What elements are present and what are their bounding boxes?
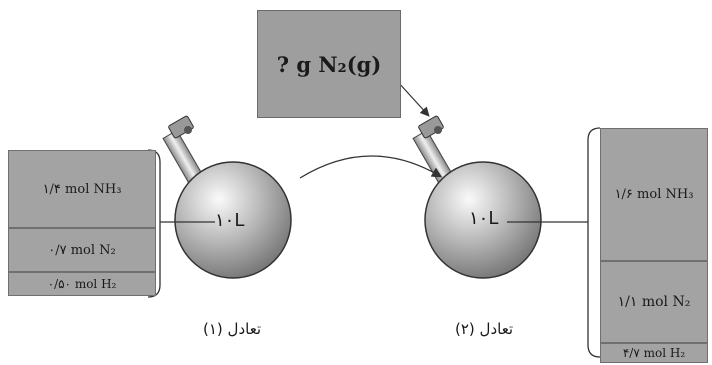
addition-arrow [397, 81, 430, 117]
flask-1-row-h2: ۰/۵۰ mol H₂ [8, 272, 156, 296]
flask-2-row-n2: ۱/۱ mol N₂ [600, 261, 708, 343]
flask-2-stopcock [412, 115, 454, 185]
question-box: ? g N₂(g) [257, 10, 401, 118]
flask-1-volume: ۱۰L [215, 210, 245, 231]
flask-1-sphere [174, 161, 292, 279]
flask-2-sphere [424, 161, 542, 279]
flask-2-caption: تعادل (۲) [455, 320, 514, 338]
flask-1-stopcock [162, 115, 204, 185]
question-box-text: ? g N₂(g) [276, 51, 382, 77]
flask-1-row-nh3: ۱/۴ mol NH₃ [8, 150, 156, 228]
flask-2-row-h2: ۴/۷ mol H₂ [600, 343, 708, 363]
flask-2-bracket [587, 127, 601, 358]
flask-1-row-n2: ۰/۷ mol N₂ [8, 228, 156, 272]
flask-2-volume: ۱۰L [469, 208, 499, 229]
flask-2-row-nh3: ۱/۶ mol NH₃ [600, 128, 708, 261]
flask-1-caption: تعادل (۱) [203, 320, 262, 338]
transition-arrow [299, 155, 443, 179]
